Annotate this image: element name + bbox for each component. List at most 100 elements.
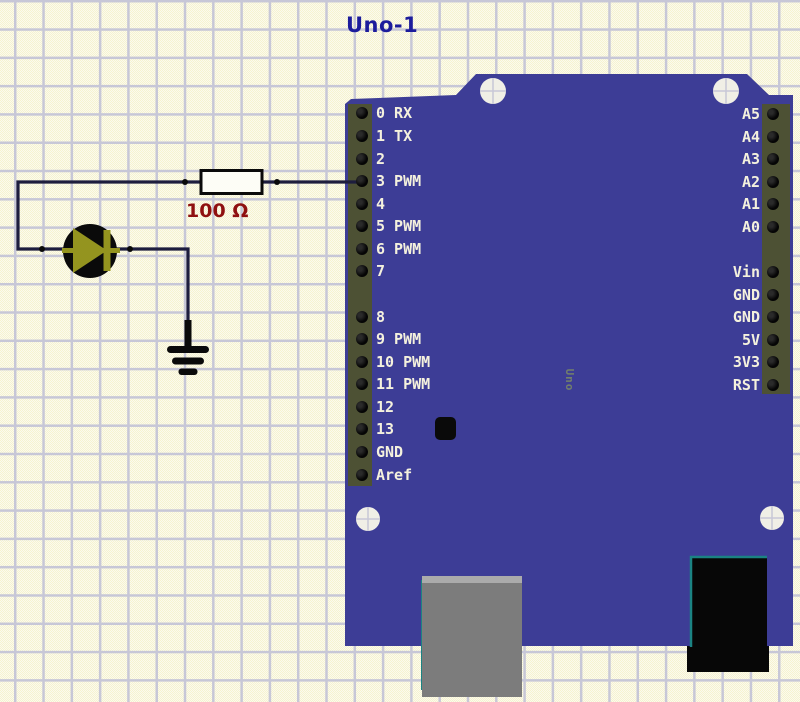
onboard-component-square	[435, 417, 456, 440]
pin-dot-icon[interactable]	[356, 152, 368, 165]
pin-row-5v[interactable]: 5V	[630, 329, 800, 351]
pin-dot-icon[interactable]	[767, 356, 779, 369]
pin-row-a3[interactable]: A3	[630, 148, 800, 170]
pin-row-6-pwm[interactable]: 6 PWM	[348, 238, 518, 260]
pin-label: 1 TX	[376, 126, 413, 145]
usb-connector	[421, 576, 522, 697]
pin-row-5-pwm[interactable]: 5 PWM	[348, 215, 518, 237]
mounting-hole-bottom-left	[356, 507, 380, 531]
pin-row-13[interactable]: 13	[348, 418, 518, 440]
pin-row-2[interactable]: 2	[348, 148, 518, 170]
pin-label: 9 PWM	[376, 330, 422, 349]
pin-dot-icon[interactable]	[356, 197, 368, 210]
pin-row-rst[interactable]: RST	[630, 374, 800, 396]
pin-row-4[interactable]: 4	[348, 193, 518, 215]
pin-label: Aref	[376, 465, 413, 484]
pin-row-11-pwm[interactable]: 11 PWM	[348, 373, 518, 395]
pin-row-a0[interactable]: A0	[630, 216, 800, 238]
pin-row-a5[interactable]: A5	[630, 103, 800, 125]
pin-row-10-pwm[interactable]: 10 PWM	[348, 351, 518, 373]
pin-row-0-rx[interactable]: 0 RX	[348, 102, 518, 124]
pin-label: 7	[376, 262, 386, 281]
pin-dot-icon[interactable]	[767, 333, 779, 346]
pin-row-8[interactable]: 8	[348, 306, 518, 328]
junction-dot	[39, 246, 45, 252]
pin-dot-icon[interactable]	[356, 468, 368, 481]
pin-row-a4[interactable]: A4	[630, 126, 800, 148]
pin-label: 13	[376, 420, 395, 439]
pin-dot-icon[interactable]	[767, 265, 779, 278]
pin-dot-icon[interactable]	[356, 310, 368, 323]
power-jack	[687, 555, 769, 672]
resistor-value-label[interactable]: 100 Ω	[186, 200, 249, 222]
pin-label: A4	[741, 127, 760, 146]
pin-label: A5	[741, 105, 760, 123]
pin-row-3v3[interactable]: 3V3	[630, 351, 800, 373]
pin-row-9-pwm[interactable]: 9 PWM	[348, 328, 518, 350]
pin-dot-icon[interactable]	[767, 311, 779, 324]
pin-label: GND	[376, 442, 404, 461]
pin-row-12[interactable]: 12	[348, 396, 518, 418]
pin-label: Vin	[732, 262, 760, 281]
resistor[interactable]	[199, 169, 264, 195]
pin-dot-icon[interactable]	[356, 378, 368, 391]
pin-dot-icon[interactable]	[356, 129, 368, 142]
pin-dot-icon[interactable]	[356, 220, 368, 233]
pin-dot-icon[interactable]	[356, 423, 368, 436]
pin-strip-right	[762, 104, 790, 394]
pin-dot-icon[interactable]	[767, 175, 779, 188]
pin-row-gnd[interactable]: GND	[630, 284, 800, 306]
mounting-hole-bottom-right	[760, 506, 784, 530]
junction-dot	[182, 179, 188, 185]
pin-label: 4	[376, 194, 386, 213]
pin-strip-left	[348, 104, 372, 486]
pin-row-gnd[interactable]: GND	[348, 441, 518, 463]
pin-row-3-pwm[interactable]: 3 PWM	[348, 170, 518, 192]
arduino-uno-board[interactable]	[345, 74, 793, 646]
pin-label: 5 PWM	[376, 217, 422, 236]
pin-dot-icon[interactable]	[767, 153, 779, 166]
pin-dot-icon[interactable]	[767, 378, 779, 391]
wire-pin3-resistor-led-ground[interactable]	[16, 180, 362, 334]
pin-label: 3 PWM	[376, 172, 422, 191]
pin-dot-icon[interactable]	[356, 265, 368, 278]
pin-dot-icon[interactable]	[767, 198, 779, 211]
pin-dot-icon[interactable]	[356, 445, 368, 458]
pin-label: RST	[732, 375, 760, 394]
pin-label: A3	[741, 150, 760, 169]
pin-dot-icon[interactable]	[767, 220, 779, 233]
pin-dot-icon[interactable]	[356, 242, 368, 255]
pin-row-vin[interactable]: Vin	[630, 261, 800, 283]
pin-dot-icon[interactable]	[767, 130, 779, 143]
pin-dot-icon[interactable]	[767, 108, 779, 120]
pin-dot-icon[interactable]	[356, 107, 368, 120]
pin-row-a1[interactable]: A1	[630, 193, 800, 215]
pin-label: GND	[732, 308, 760, 327]
pin-dot-icon[interactable]	[356, 400, 368, 413]
pin-label: GND	[732, 285, 760, 304]
pin-label: 12	[376, 397, 395, 416]
led[interactable]	[62, 224, 120, 278]
pin-dot-icon[interactable]	[356, 355, 368, 368]
pin-label: A1	[741, 195, 760, 214]
board-silkscreen-label: Uno	[563, 368, 577, 392]
junction-dot	[274, 179, 280, 185]
pin-dot-icon[interactable]	[767, 288, 779, 301]
pin-row-aref[interactable]: Aref	[348, 464, 518, 486]
pin-label: 11 PWM	[376, 375, 431, 394]
pin-row-gnd[interactable]: GND	[630, 306, 800, 328]
pin-dot-icon[interactable]	[356, 175, 368, 188]
pin-row-a2[interactable]: A2	[630, 171, 800, 193]
pin-row-1-tx[interactable]: 1 TX	[348, 125, 518, 147]
junction-dot	[127, 246, 133, 252]
ground-symbol[interactable]	[167, 320, 209, 375]
part-reference-label[interactable]: Uno-1	[346, 13, 419, 37]
pin-label: A0	[741, 217, 760, 236]
pin-dot-icon[interactable]	[356, 333, 368, 346]
pin-label: 0 RX	[376, 104, 413, 123]
pin-row-7[interactable]: 7	[348, 260, 518, 282]
pin-label: 3V3	[732, 353, 760, 372]
pin-label: 5V	[741, 330, 760, 349]
